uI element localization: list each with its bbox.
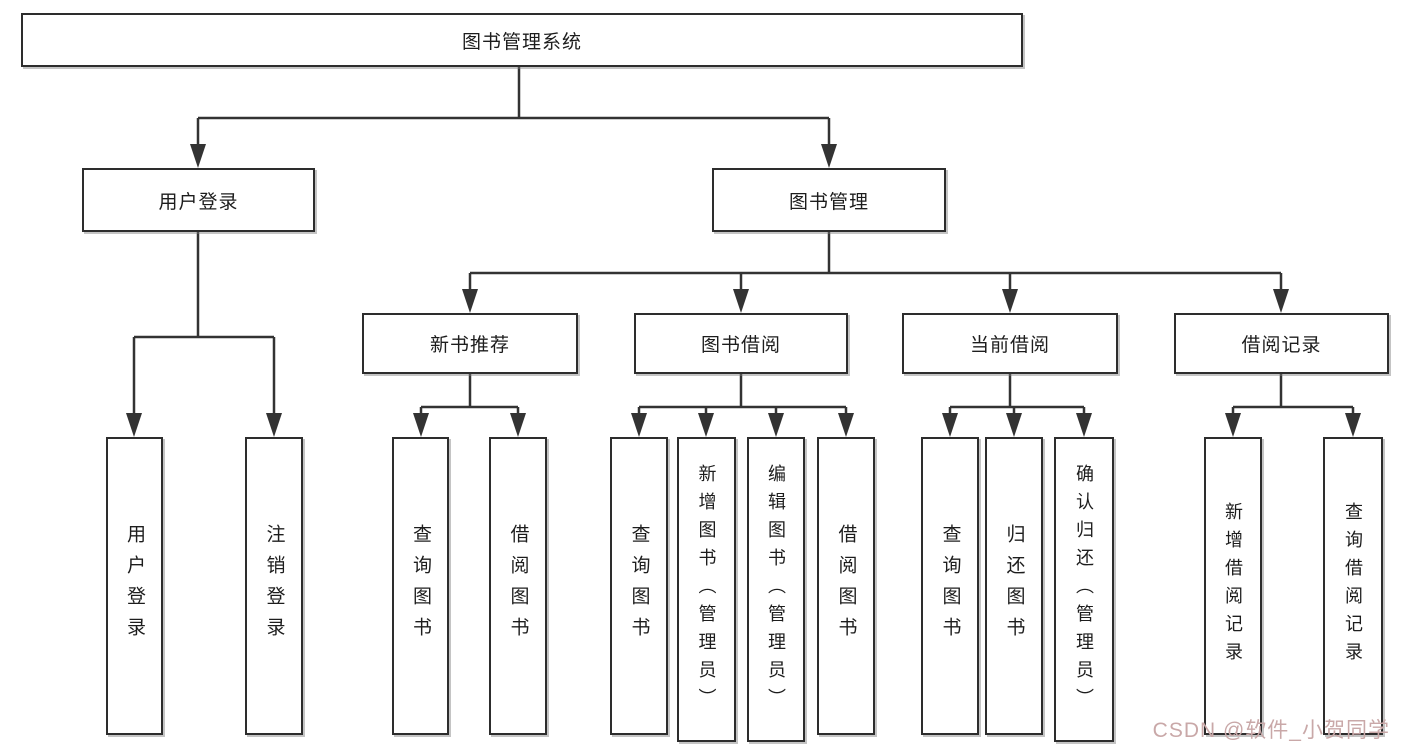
arrowhead-icon bbox=[1345, 413, 1361, 437]
node-new-book-recommendation-label: 新书推荐 bbox=[429, 335, 510, 356]
arrowhead-icon bbox=[510, 413, 526, 437]
node-user-login: 用户登录 bbox=[82, 168, 315, 232]
arrowhead-icon bbox=[413, 413, 429, 437]
node-root-label: 图书管理系统 bbox=[461, 31, 582, 53]
leaf-confirm-return-admin-label: 确认归还（管理员） bbox=[1074, 463, 1094, 716]
leaf-edit-books-admin-label: 编辑图书（管理员） bbox=[766, 463, 786, 716]
leaf-user-login: 用户登录 bbox=[106, 437, 163, 735]
leaf-return-books: 归还图书 bbox=[985, 437, 1043, 735]
leaf-add-borrow-record: 新增借阅记录 bbox=[1204, 437, 1262, 735]
arrowhead-icon bbox=[1006, 413, 1022, 437]
arrowhead-icon bbox=[266, 413, 282, 437]
arrowhead-icon bbox=[768, 413, 784, 437]
leaf-borrow-books-borrow-label: 借阅图书 bbox=[835, 524, 857, 648]
arrowhead-icon bbox=[821, 144, 837, 168]
leaf-edit-books-admin: 编辑图书（管理员） bbox=[747, 437, 805, 742]
leaf-return-books-label: 归还图书 bbox=[1003, 524, 1025, 648]
leaf-borrow-books-recommend: 借阅图书 bbox=[489, 437, 547, 735]
arrowhead-icon bbox=[1002, 289, 1018, 313]
leaf-query-books-recommend-label: 查询图书 bbox=[410, 524, 431, 648]
node-borrowing-records: 借阅记录 bbox=[1174, 313, 1389, 374]
arrowhead-icon bbox=[698, 413, 714, 437]
arrowhead-icon bbox=[733, 289, 749, 313]
arrowhead-icon bbox=[1225, 413, 1241, 437]
node-root: 图书管理系统 bbox=[21, 13, 1023, 67]
leaf-logout-label: 注销登录 bbox=[263, 524, 285, 648]
arrowhead-icon bbox=[126, 413, 142, 437]
leaf-query-books-current-label: 查询图书 bbox=[939, 524, 961, 648]
leaf-add-books-admin-label: 新增图书（管理员） bbox=[696, 463, 717, 716]
leaf-logout: 注销登录 bbox=[245, 437, 303, 735]
node-user-login-label: 用户登录 bbox=[158, 191, 239, 213]
leaf-borrow-books-borrow: 借阅图书 bbox=[817, 437, 875, 735]
leaf-confirm-return-admin: 确认归还（管理员） bbox=[1054, 437, 1114, 742]
node-new-book-recommendation: 新书推荐 bbox=[362, 313, 578, 374]
leaf-user-login-label: 用户登录 bbox=[124, 524, 145, 648]
leaf-query-borrow-record-label: 查询借阅记录 bbox=[1343, 502, 1363, 670]
leaf-add-books-admin: 新增图书（管理员） bbox=[677, 437, 736, 742]
arrowhead-icon bbox=[190, 144, 206, 168]
node-book-borrowing: 图书借阅 bbox=[634, 313, 848, 374]
arrowhead-icon bbox=[462, 289, 478, 313]
node-book-borrowing-label: 图书借阅 bbox=[700, 335, 781, 356]
node-current-borrowing-label: 当前借阅 bbox=[969, 335, 1050, 356]
arrowhead-icon bbox=[1273, 289, 1289, 313]
leaf-query-books-current: 查询图书 bbox=[921, 437, 979, 735]
node-book-management: 图书管理 bbox=[712, 168, 946, 232]
node-book-management-label: 图书管理 bbox=[788, 191, 869, 213]
csdn-watermark: CSDN @软件_小贺同学 bbox=[1152, 719, 1390, 742]
leaf-add-borrow-record-label: 新增借阅记录 bbox=[1223, 502, 1243, 670]
leaf-borrow-books-recommend-label: 借阅图书 bbox=[507, 524, 529, 648]
leaf-query-books-borrow: 查询图书 bbox=[610, 437, 668, 735]
leaf-query-books-recommend: 查询图书 bbox=[392, 437, 449, 735]
node-current-borrowing: 当前借阅 bbox=[902, 313, 1118, 374]
leaf-query-borrow-record: 查询借阅记录 bbox=[1323, 437, 1383, 735]
node-borrowing-records-label: 借阅记录 bbox=[1241, 335, 1322, 356]
arrowhead-icon bbox=[1076, 413, 1092, 437]
arrowhead-icon bbox=[942, 413, 958, 437]
arrowhead-icon bbox=[838, 413, 854, 437]
arrowhead-icon bbox=[631, 413, 647, 437]
leaf-query-books-borrow-label: 查询图书 bbox=[628, 524, 650, 648]
